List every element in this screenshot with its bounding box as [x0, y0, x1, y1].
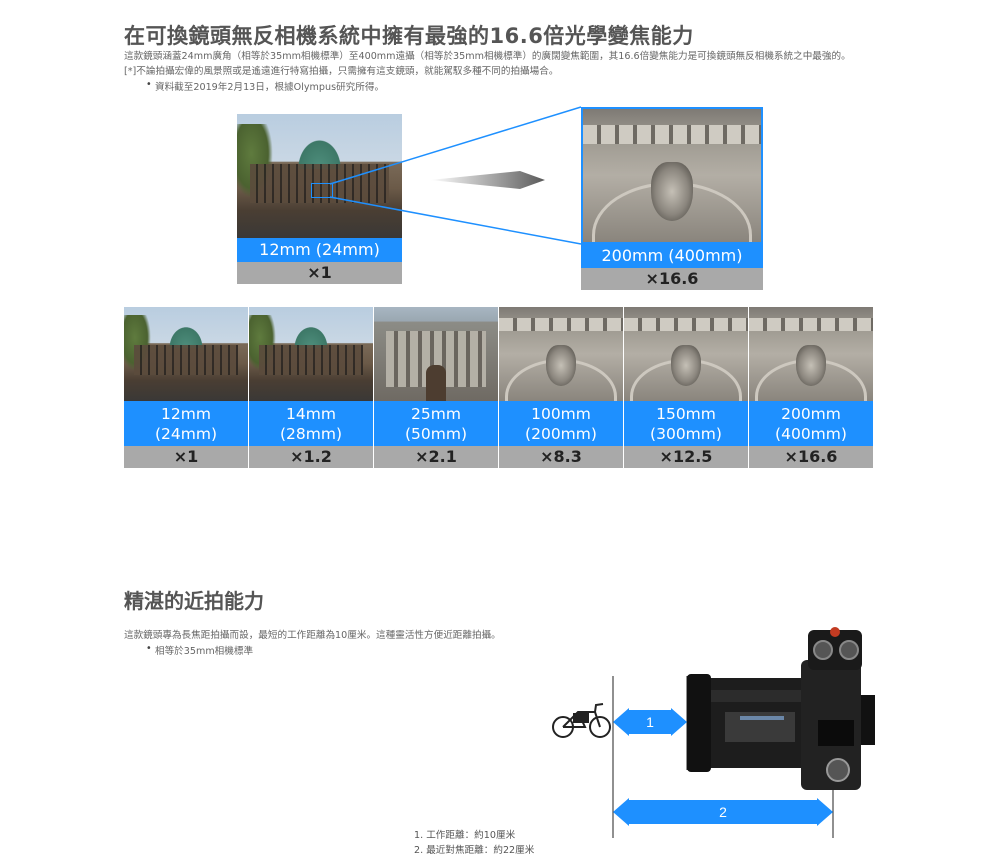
focal-step-label: 12mm (24mm) — [124, 401, 248, 446]
closeup-description: 這款鏡頭專為長焦距拍攝而設，最短的工作距離為10厘米。這種靈活性方便近距離拍攝。 — [124, 630, 501, 641]
focal-step-mm: 200mm — [781, 405, 841, 423]
focal-step-ratio: ×8.3 — [499, 446, 623, 468]
zoom-description: 這款鏡頭涵蓋24mm廣角（相等於35mm相機標準）至400mm遠攝（相等於35m… — [124, 49, 924, 79]
focus-distance-arrow — [627, 800, 819, 824]
wide-ratio-label: ×1 — [237, 262, 402, 284]
focal-step-mm: 14mm — [286, 405, 336, 423]
focal-step-label: 150mm (300mm) — [624, 401, 748, 446]
section-title-zoom: 在可換鏡頭無反相機系統中擁有最強的16.6倍光學變焦能力 — [124, 24, 694, 48]
telephoto-photo — [581, 107, 763, 244]
focal-step-equiv: (300mm) — [650, 425, 722, 443]
focal-step-ratio: ×12.5 — [624, 446, 748, 468]
section-title-closeup: 精湛的近拍能力 — [124, 589, 264, 613]
focal-step-mm: 25mm — [411, 405, 461, 423]
focal-step-ratio: ×2.1 — [374, 446, 498, 468]
focal-step-ratio: ×1.2 — [249, 446, 373, 468]
camera-lens-icon — [687, 627, 875, 790]
focal-step-mm: 100mm — [531, 405, 591, 423]
focal-step-equiv: (400mm) — [775, 425, 847, 443]
bicycle-icon — [552, 703, 611, 738]
wide-focal-label: 12mm (24mm) — [237, 238, 402, 262]
focal-step-equiv: (50mm) — [404, 425, 467, 443]
zoom-region-marker — [311, 183, 333, 199]
wide-angle-photo — [237, 114, 402, 238]
focal-step-photo — [249, 307, 373, 401]
focal-step-label: 200mm (400mm) — [749, 401, 873, 446]
connector-line-top — [329, 106, 582, 185]
zoom-description-line2: [*]不論拍攝宏偉的風景照或是遙遠進行特寫拍攝，只需擁有這支鏡頭，就能駕馭多種不… — [124, 66, 559, 77]
focal-step-photo — [374, 307, 498, 401]
focal-step-mm: 12mm — [161, 405, 211, 423]
marker-2-label: 2 — [719, 804, 727, 820]
focal-step-equiv: (28mm) — [279, 425, 342, 443]
tele-ratio-label: ×16.6 — [581, 268, 763, 290]
focal-step-ratio: ×1 — [124, 446, 248, 468]
working-distance-arrow — [627, 710, 673, 734]
focal-step-equiv: (24mm) — [154, 425, 217, 443]
focal-step-photo — [499, 307, 623, 401]
closeup-footnote: 相等於35mm相機標準 — [146, 643, 253, 657]
focal-step-ratio: ×16.6 — [749, 446, 873, 468]
marker-1-label: 1 — [646, 714, 654, 730]
connector-line-bottom — [329, 196, 582, 245]
focal-step-mm: 150mm — [656, 405, 716, 423]
zoom-arrow-icon — [430, 171, 545, 189]
zoom-footnote: 資料截至2019年2月13日，根據Olympus研究所得。 — [146, 79, 384, 93]
zoom-description-line1: 這款鏡頭涵蓋24mm廣角（相等於35mm相機標準）至400mm遠攝（相等於35m… — [124, 51, 851, 62]
focal-step-photo — [749, 307, 873, 401]
note-focus-distance: 2. 最近對焦距離：約22厘米 — [414, 845, 535, 856]
tele-focal-label: 200mm (400mm) — [581, 244, 763, 268]
focal-step-photo — [124, 307, 248, 401]
distance-notes: 1. 工作距離：約10厘米 2. 最近對焦距離：約22厘米 — [414, 828, 534, 858]
focal-step-equiv: (200mm) — [525, 425, 597, 443]
focal-step-label: 25mm (50mm) — [374, 401, 498, 446]
note-working-distance: 1. 工作距離：約10厘米 — [414, 830, 516, 841]
focal-step-label: 14mm (28mm) — [249, 401, 373, 446]
focal-step-photo — [624, 307, 748, 401]
focal-step-label: 100mm (200mm) — [499, 401, 623, 446]
